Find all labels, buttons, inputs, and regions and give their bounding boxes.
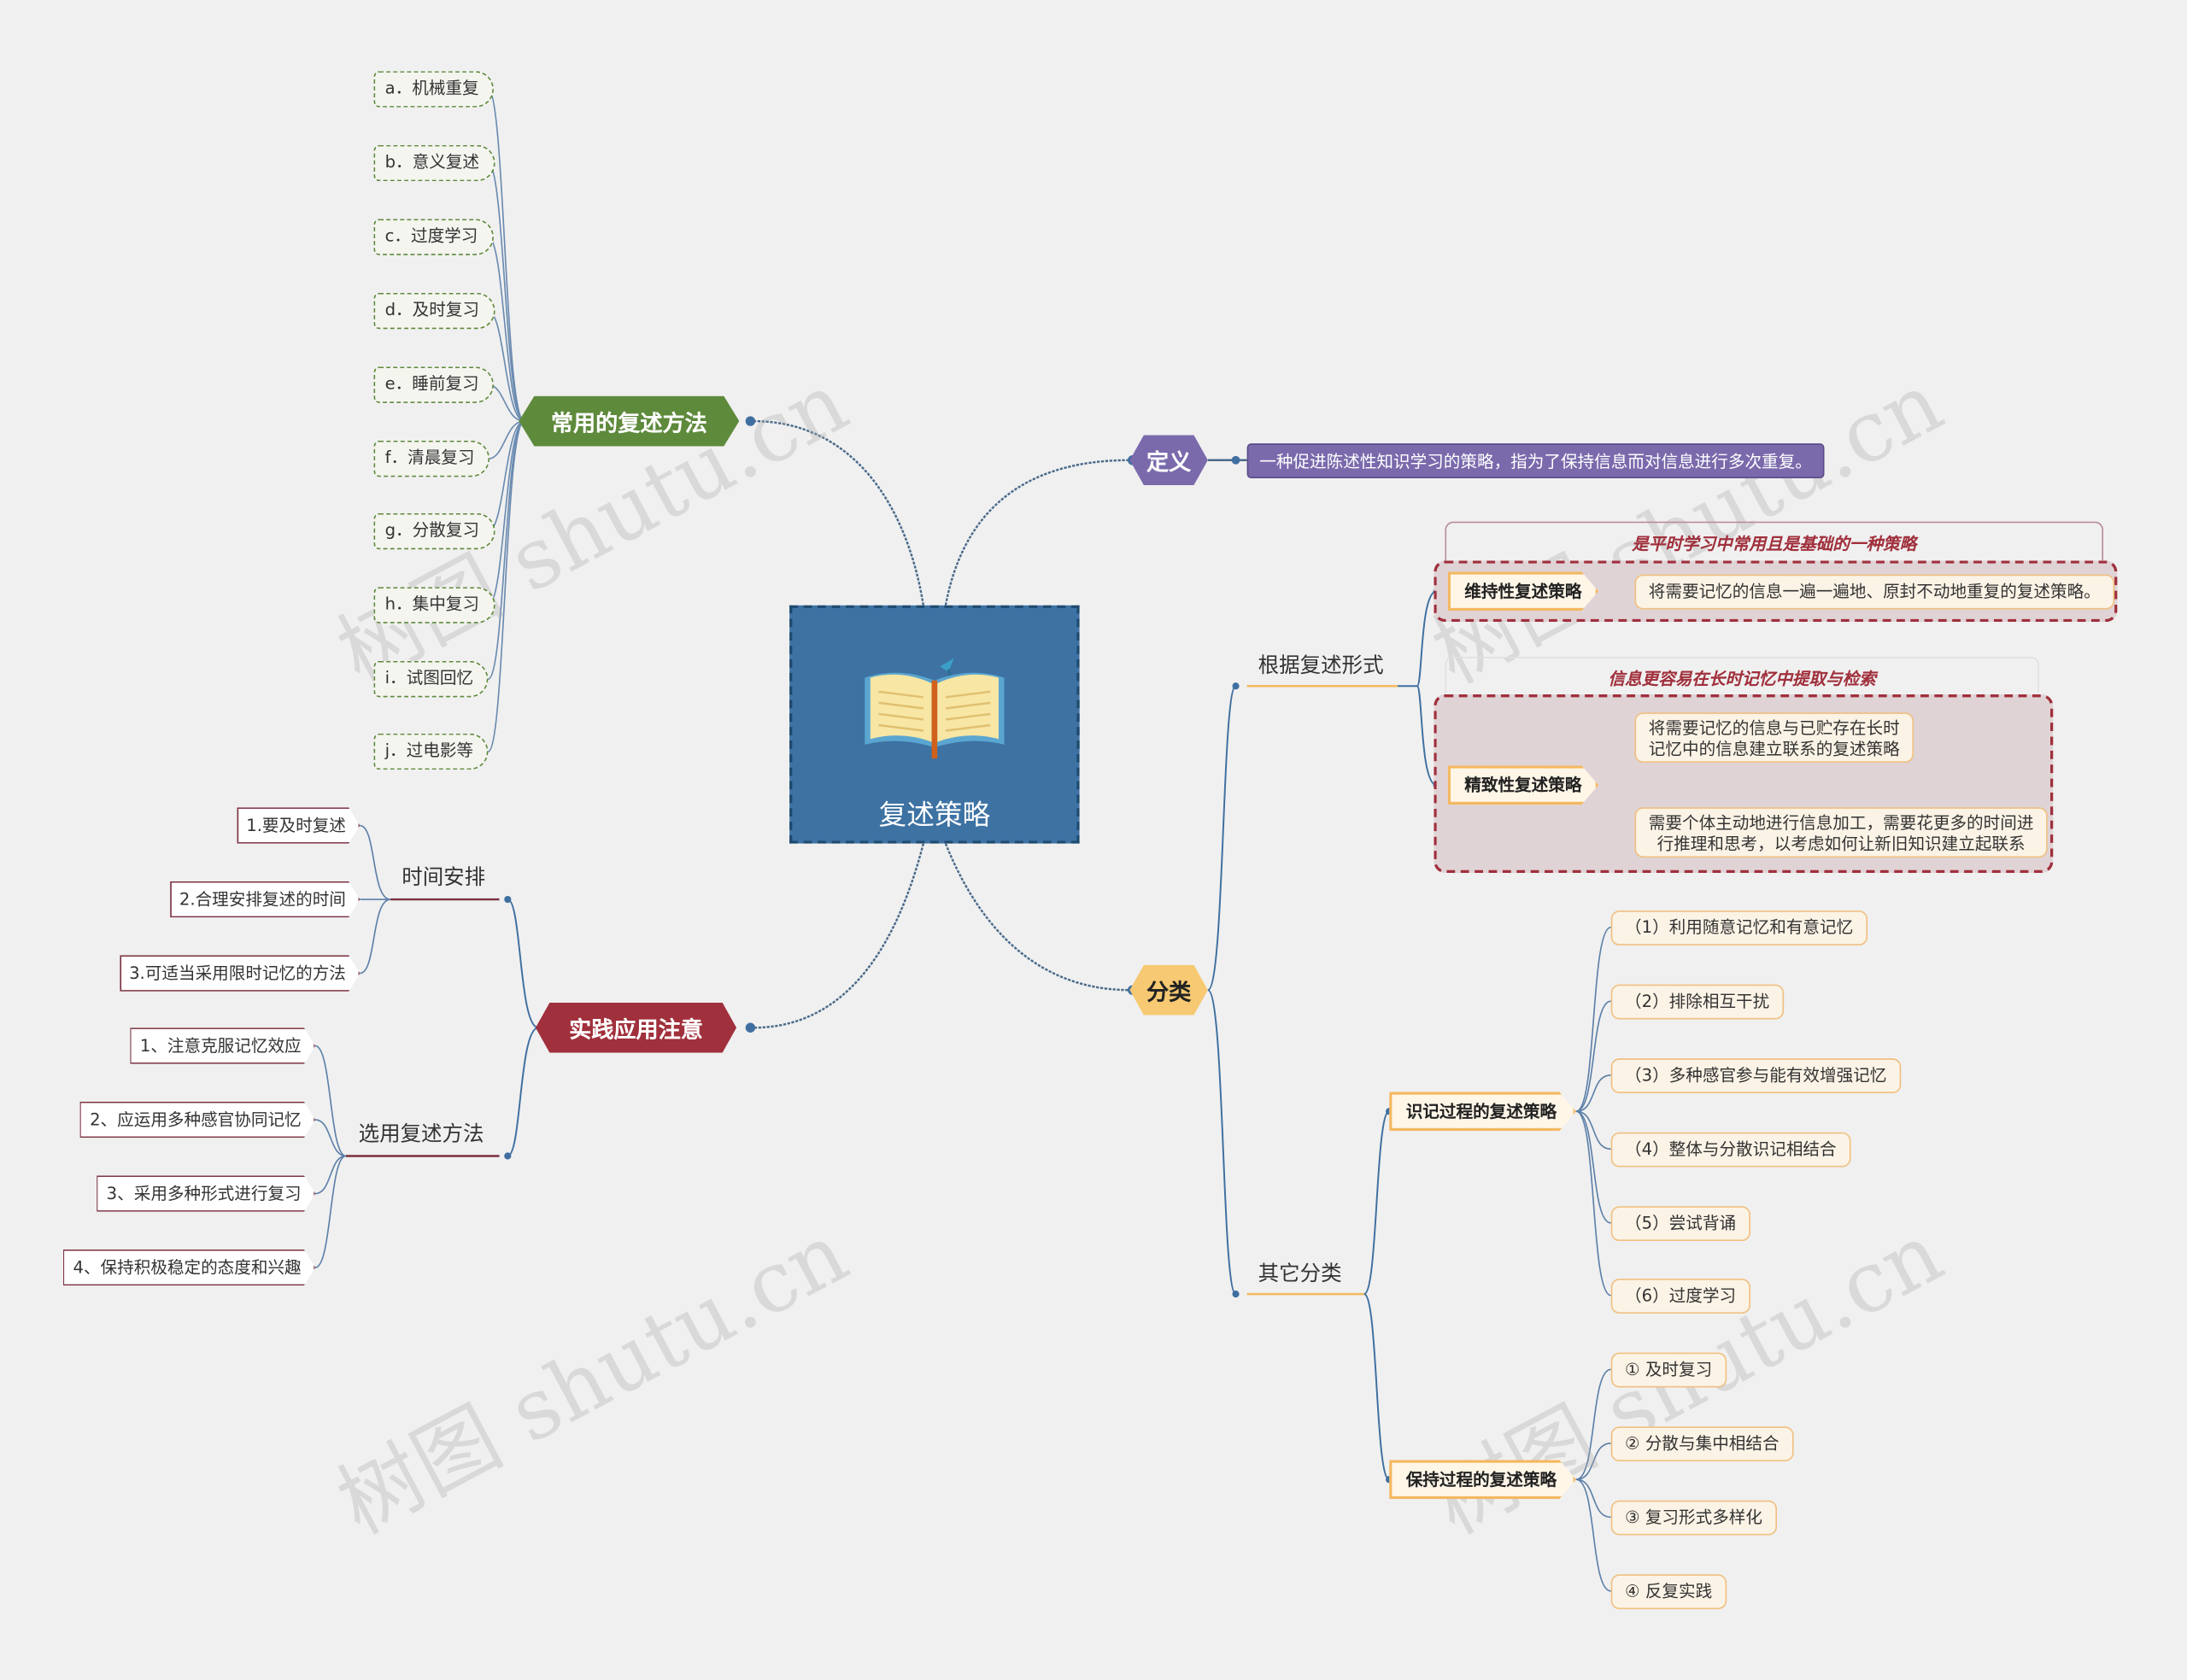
methods-branch[interactable]: 常用的复述方法 [519,395,740,447]
method-item[interactable]: i．试图回忆 [373,660,489,698]
schedule-item[interactable]: 3.可适当采用限时记忆的方法 [120,955,361,991]
definition-branch[interactable]: 定义 [1129,435,1208,486]
schedule-label[interactable]: 时间安排 [402,864,486,890]
schedule-item[interactable]: 1.要及时复述 [237,807,360,843]
method-item[interactable]: c．过度学习 [373,219,494,255]
elaborative-strategy[interactable]: 精致性复述策略 [1448,765,1598,805]
desc-line: 记忆中的信息建立联系的复述策略 [1648,739,1900,759]
desc-line: 需要个体主动地进行信息加工，需要花更多的时间进 [1648,812,2034,833]
elaborative-desc-2: 需要个体主动地进行信息加工，需要花更多的时间进 行推理和思考，以考虑如何让新旧知… [1634,807,2048,858]
elaborative-note-frame [1445,656,2039,694]
encoding-item[interactable]: （1）利用随意记忆和有意记忆 [1610,910,1867,945]
encoding-item[interactable]: （5）尝试背诵 [1610,1206,1750,1242]
by-form-label[interactable]: 根据复述形式 [1258,653,1384,678]
retention-item[interactable]: ② 分散与集中相结合 [1610,1426,1793,1462]
retention-strategy[interactable]: 保持过程的复述策略 [1389,1460,1576,1499]
desc-line: 将需要记忆的信息与已贮存在长时 [1648,717,1900,738]
method-item[interactable]: d．及时复习 [373,292,495,330]
root-title: 复述策略 [878,797,991,832]
elaborative-note: 信息更容易在长时记忆中提取与检索 [1608,669,1876,689]
practice-method-item[interactable]: 4、保持积极稳定的态度和兴趣 [63,1250,315,1285]
other-label[interactable]: 其它分类 [1258,1260,1342,1286]
practice-method-item[interactable]: 1、注意克服记忆效应 [130,1027,315,1063]
method-item[interactable]: f．清晨复习 [373,440,490,477]
encoding-item[interactable]: （4）整体与分散识记相结合 [1610,1132,1850,1168]
retention-item[interactable]: ③ 复习形式多样化 [1610,1500,1777,1536]
method-item[interactable]: j．过电影等 [373,733,489,770]
practice-method-item[interactable]: 3、采用多种形式进行复习 [97,1175,315,1211]
classification-branch[interactable]: 分类 [1129,964,1208,1016]
method-item[interactable]: h．集中复习 [373,587,495,623]
maintenance-desc: 将需要记忆的信息一遍一遍地、原封不动地重复的复述策略。 [1634,574,2115,610]
encoding-item[interactable]: （3）多种感官参与能有效增强记忆 [1610,1058,1901,1093]
encoding-item[interactable]: （6）过度学习 [1610,1279,1750,1314]
select-methods-label[interactable]: 选用复述方法 [358,1121,484,1147]
method-item[interactable]: g．分散复习 [373,512,495,550]
maintenance-strategy[interactable]: 维持性复述策略 [1448,571,1598,611]
method-item[interactable]: a．机械重复 [373,71,495,108]
definition-text: 一种促进陈述性知识学习的策略，指为了保持信息而对信息进行多次重复。 [1246,443,1825,478]
encoding-strategy[interactable]: 识记过程的复述策略 [1389,1092,1576,1131]
practice-branch[interactable]: 实践应用注意 [535,1002,737,1053]
maintenance-note: 是平时学习中常用且是基础的一种策略 [1632,534,1917,554]
desc-line: 行推理和思考，以考虑如何让新旧知识建立起联系 [1656,834,2026,854]
retention-item[interactable]: ① 及时复习 [1610,1352,1727,1388]
maintenance-note-frame [1445,521,2104,561]
schedule-item[interactable]: 2.合理安排复述的时间 [169,881,360,917]
elaborative-desc-1: 将需要记忆的信息与已贮存在长时 记忆中的信息建立联系的复述策略 [1634,712,1914,764]
method-item[interactable]: b．意义复述 [373,144,495,182]
practice-method-item[interactable]: 2、应运用多种感官协同记忆 [80,1102,315,1138]
encoding-item[interactable]: （2）排除相互干扰 [1610,984,1784,1020]
retention-item[interactable]: ④ 反复实践 [1610,1574,1727,1610]
method-item[interactable]: e．睡前复习 [373,366,495,403]
open-book-icon [865,658,1005,759]
